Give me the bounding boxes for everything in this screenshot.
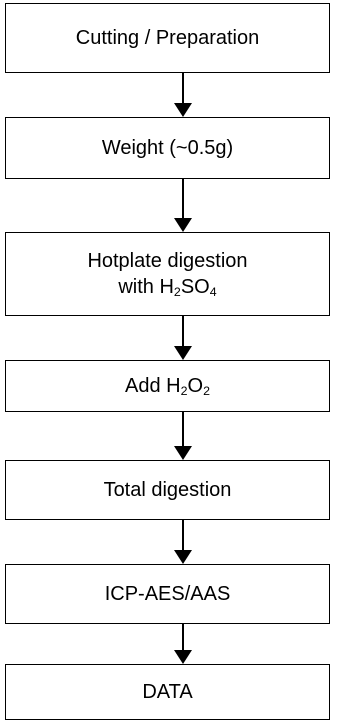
- arrow-4: [173, 412, 193, 460]
- step-label-line-2: with H2SO4: [118, 276, 217, 300]
- arrow-3: [173, 316, 193, 360]
- step-add-h2o2: Add H2O2: [5, 360, 330, 412]
- step-label-line-1: Hotplate digestion: [87, 250, 248, 272]
- arrow-6: [173, 624, 193, 664]
- step-label: Cutting / Preparation: [75, 27, 260, 49]
- step-label: Add H2O2: [125, 375, 210, 399]
- step-label: Weight (~0.5g): [101, 137, 234, 159]
- step-total-digestion: Total digestion: [5, 460, 330, 520]
- arrow-5: [173, 520, 193, 564]
- step-hotplate-digestion: Hotplate digestion with H2SO4: [5, 232, 330, 316]
- step-cutting-preparation: Cutting / Preparation: [5, 3, 330, 73]
- step-weight: Weight (~0.5g): [5, 117, 330, 179]
- step-label: Total digestion: [103, 479, 232, 501]
- arrow-1: [173, 73, 193, 117]
- step-data: DATA: [5, 664, 330, 720]
- step-icp-aes-aas: ICP-AES/AAS: [5, 564, 330, 624]
- arrow-2: [173, 179, 193, 232]
- step-label: ICP-AES/AAS: [104, 583, 231, 605]
- step-label: DATA: [142, 681, 193, 703]
